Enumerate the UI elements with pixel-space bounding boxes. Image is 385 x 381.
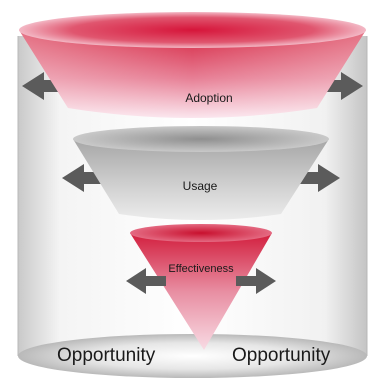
stage-usage: Usage — [62, 126, 340, 220]
usage-funnel-top — [73, 126, 329, 152]
arrow-left-icon — [22, 72, 62, 100]
stage-label-adoption: Adoption — [185, 91, 232, 105]
adoption-funnel-top — [19, 12, 366, 48]
arrow-right-icon — [323, 72, 363, 100]
cylinder-base — [18, 334, 367, 378]
stage-label-usage: Usage — [183, 179, 218, 193]
arrow-right-icon — [236, 268, 276, 294]
stage-adoption: Adoption — [19, 12, 366, 118]
arrow-left-icon — [126, 268, 166, 294]
opportunity-label-left: Opportunity — [57, 345, 156, 366]
opportunity-label-right: Opportunity — [232, 345, 331, 366]
arrow-left-icon — [62, 164, 104, 192]
cone-top — [130, 224, 272, 242]
stage-effectiveness: Effectiveness — [126, 224, 276, 350]
arrow-right-icon — [298, 164, 340, 192]
cone-body — [130, 233, 272, 350]
stage-label-effectiveness: Effectiveness — [168, 263, 234, 275]
usage-funnel-body — [73, 139, 329, 220]
